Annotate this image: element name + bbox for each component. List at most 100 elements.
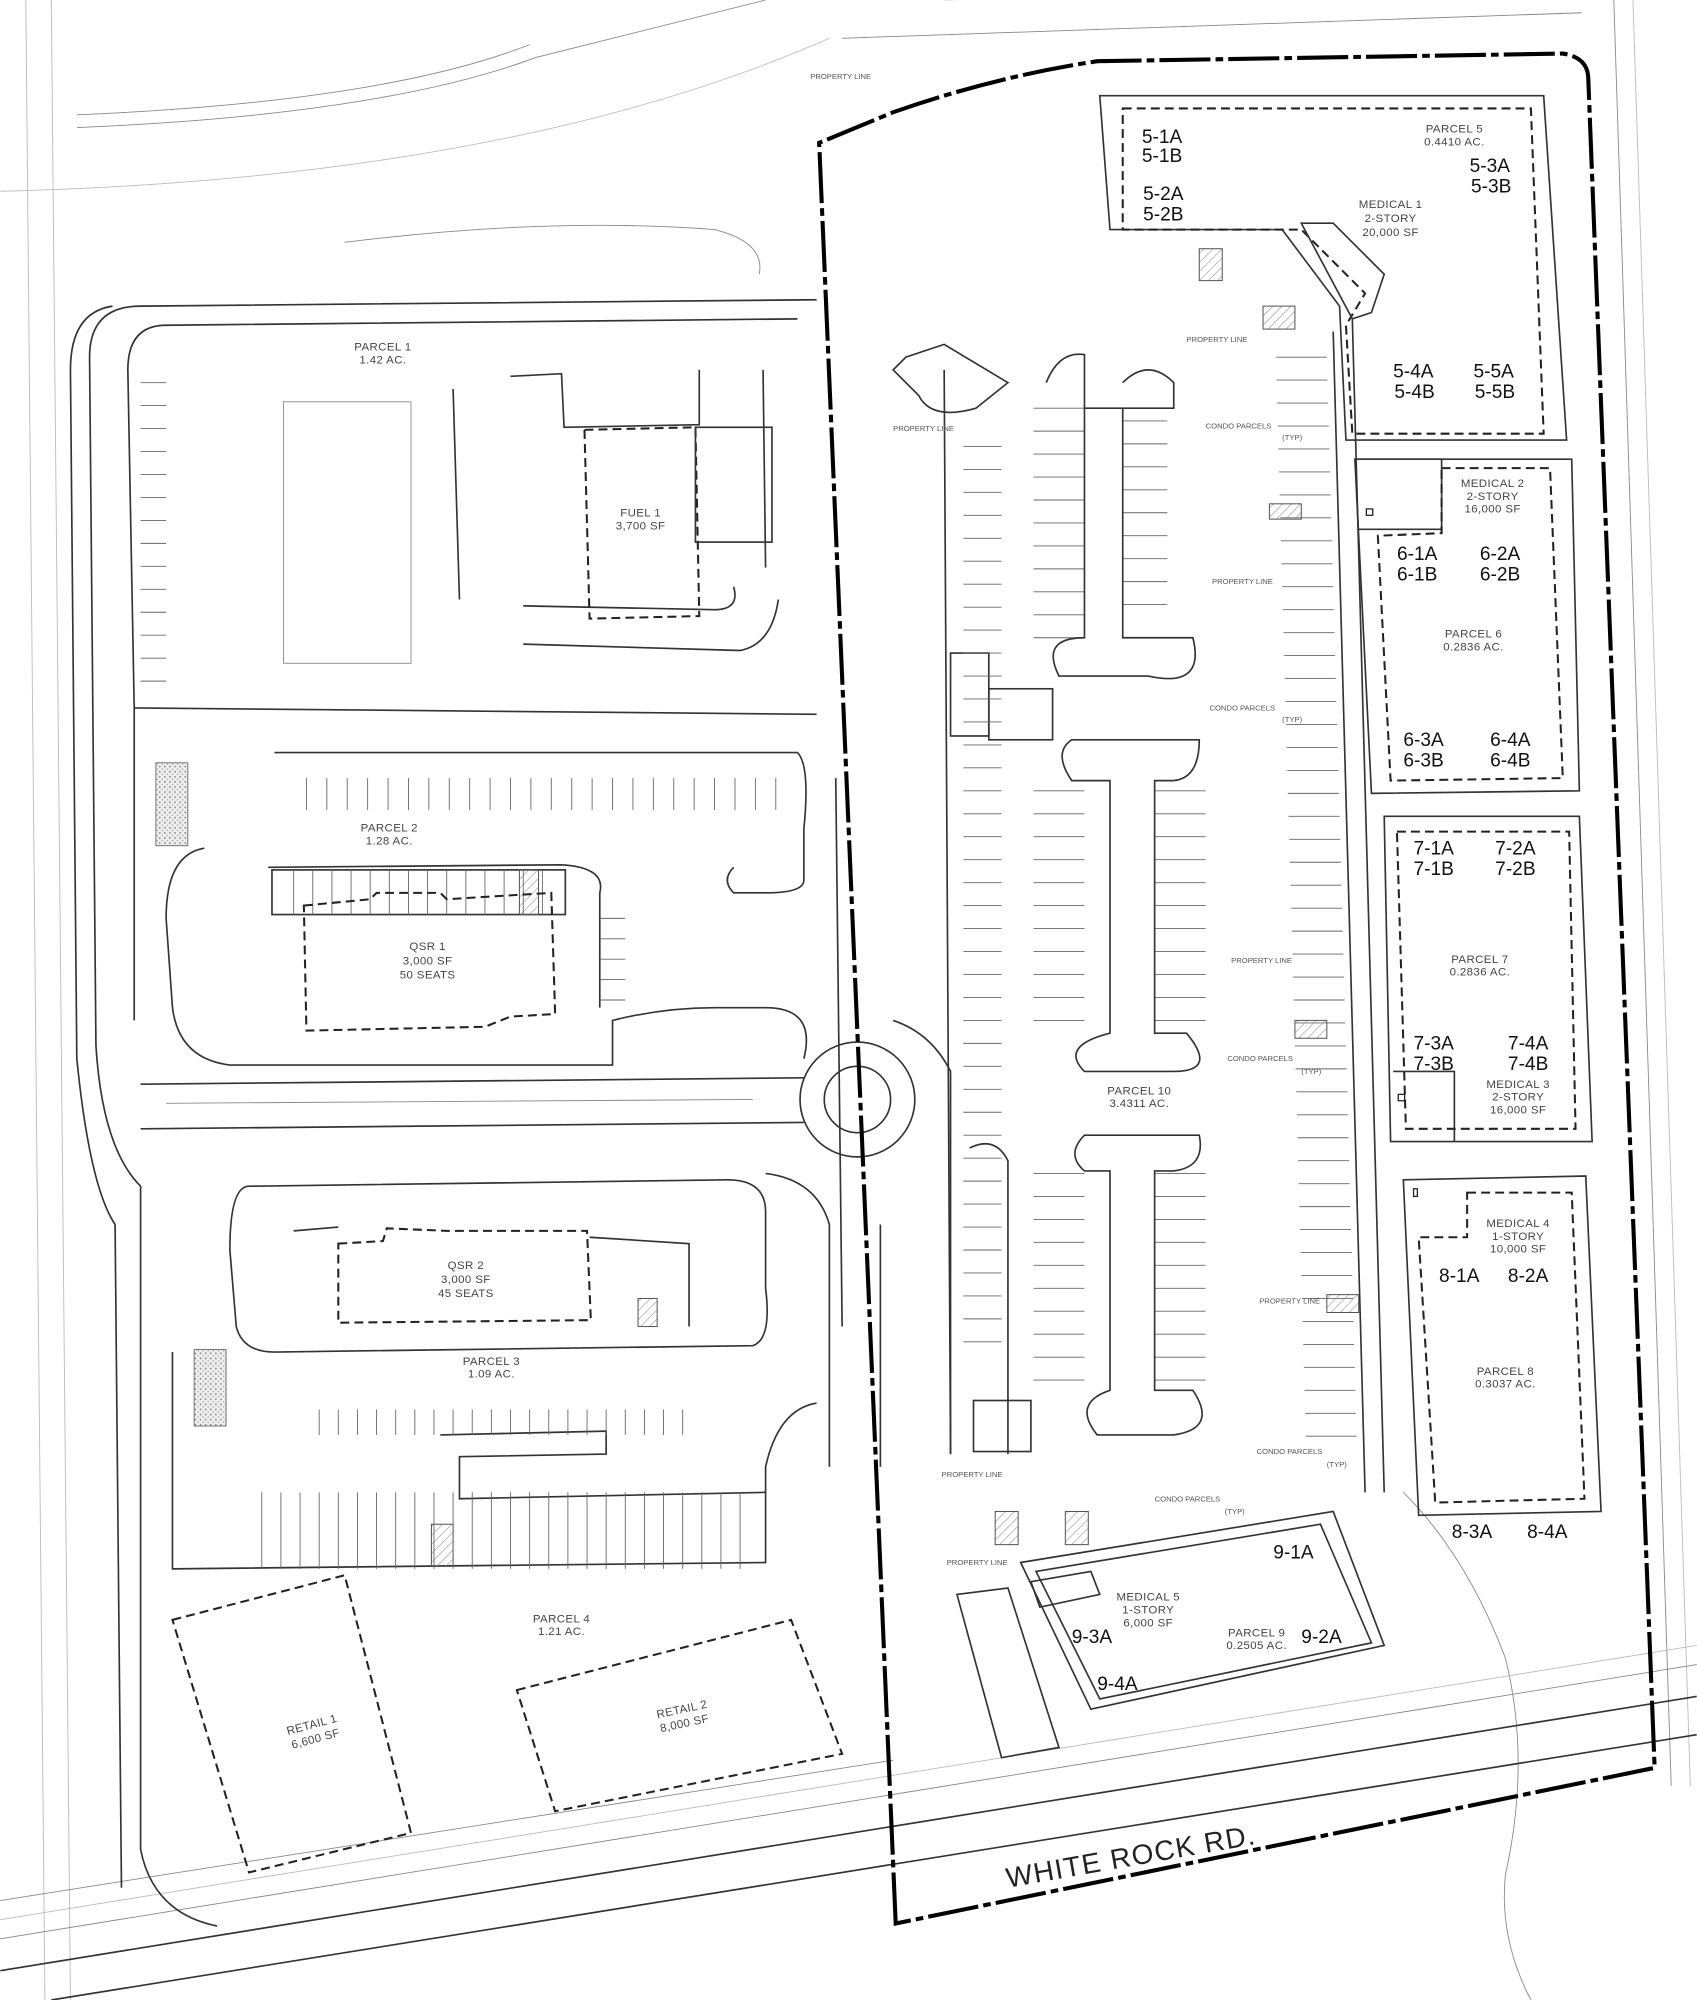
parking-stalls [140,356,1357,1569]
medical-4-stories: 1-STORY [1492,1231,1544,1243]
parcel-7-area: 0.2836 AC. [1450,967,1511,979]
property-line-callout: PROPERTY LINE [810,72,871,81]
parcel-6: MEDICAL 2 2-STORY 16,000 SF 6-1A 6-1B 6-… [1354,458,1581,795]
unit-6-1B: 6-1B [1397,564,1437,585]
unit-6-2A: 6-2A [1480,544,1521,565]
unit-5-3B: 5-3B [1471,177,1511,198]
parcel-6-area: 0.2836 AC. [1443,642,1504,654]
medical-1-size: 20,000 SF [1362,227,1418,239]
qsr-2-name: QSR 2 [448,1260,484,1272]
parcel-8-area: 0.3037 AC. [1475,1379,1536,1391]
fuel-1-name: FUEL 1 [620,508,661,520]
property-line-callout: PROPERTY LINE [1187,335,1248,344]
parcel-2-area: 1.28 AC. [366,835,413,847]
unit-5-5A: 5-5A [1473,362,1514,383]
parcel-5-area: 0.4410 AC. [1424,136,1485,148]
parcel-9-area: 0.2505 AC. [1226,1640,1287,1652]
parcel-1-name: PARCEL 1 [354,342,411,354]
unit-5-4A: 5-4A [1393,362,1434,383]
parcel-4-area: 1.21 AC. [538,1626,585,1638]
typ-callout: (TYP) [1225,1507,1245,1516]
parcel-5-name: PARCEL 5 [1426,124,1483,136]
unit-9-2A: 9-2A [1301,1627,1342,1648]
medical-2-stories: 2-STORY [1467,491,1519,503]
west-site-curbs [69,298,1054,1927]
unit-7-1A: 7-1A [1414,839,1455,860]
white-rock-road: WHITE ROCK RD. [0,1644,1697,2000]
qsr-1-name: QSR 1 [409,941,445,953]
medical-2-size: 16,000 SF [1464,504,1520,516]
parcel-8: MEDICAL 4 1-STORY 10,000 SF 8-1A 8-2A PA… [1402,1175,1602,1543]
condo-parcels-callout: CONDO PARCELS [1206,422,1272,431]
unit-7-3B: 7-3B [1414,1054,1454,1075]
property-line-callout: PROPERTY LINE [1231,956,1292,965]
property-line-callout: PROPERTY LINE [893,424,954,433]
condo-parcels-callout: CONDO PARCELS [1209,703,1275,712]
unit-6-2B: 6-2B [1480,564,1520,585]
typ-callout: (TYP) [1282,715,1302,724]
parcel-4-name: PARCEL 4 [533,1613,590,1625]
typ-callout: (TYP) [1327,1460,1347,1469]
parcel-9-name: PARCEL 9 [1228,1627,1285,1639]
parcel-10-islands [834,248,1386,1546]
qsr-2-size: 3,000 SF [441,1274,491,1286]
medical-5-name: MEDICAL 5 [1116,1592,1180,1604]
medical-3-name: MEDICAL 3 [1486,1079,1550,1091]
unit-7-4A: 7-4A [1508,1034,1549,1055]
medical-3-stories: 2-STORY [1492,1092,1544,1104]
medical-5-stories: 1-STORY [1122,1605,1174,1617]
unit-6-4B: 6-4B [1490,751,1530,772]
unit-9-3A: 9-3A [1072,1627,1113,1648]
unit-5-5B: 5-5B [1475,382,1515,403]
unit-6-3A: 6-3A [1403,730,1444,751]
unit-5-4B: 5-4B [1394,382,1434,403]
medical-3-size: 16,000 SF [1490,1105,1546,1117]
parcel-3-name: PARCEL 3 [463,1356,520,1368]
unit-8-2A: 8-2A [1508,1266,1549,1287]
unit-6-3B: 6-3B [1403,751,1443,772]
property-line-callout: PROPERTY LINE [1212,577,1273,586]
medical-4-size: 10,000 SF [1490,1244,1546,1256]
unit-6-4A: 6-4A [1490,730,1531,751]
west-buildings: FUEL 1 3,700 SF QSR 1 3,000 SF 50 SEATS … [171,426,844,1874]
parcel-10-name: PARCEL 10 [1107,1085,1171,1097]
qsr-2-seats: 45 SEATS [438,1288,494,1300]
parcel-9: 9-1A MEDICAL 5 1-STORY 6,000 SF PARCEL 9… [955,1510,1386,1759]
unit-7-2B: 7-2B [1495,859,1535,880]
parcel-labels: PARCEL 1 1.42 AC. PARCEL 2 1.28 AC. PARC… [354,342,1171,1638]
unit-7-4B: 7-4B [1508,1054,1548,1075]
parcel-6-name: PARCEL 6 [1445,629,1502,641]
unit-5-3A: 5-3A [1470,156,1511,177]
parcel-1-area: 1.42 AC. [359,355,406,367]
parcel-7-name: PARCEL 7 [1451,954,1508,966]
unit-7-2A: 7-2A [1495,839,1536,860]
unit-7-3A: 7-3A [1414,1034,1455,1055]
unit-8-1A: 8-1A [1439,1266,1480,1287]
unit-5-2A: 5-2A [1143,184,1184,205]
property-line-callout: PROPERTY LINE [942,1470,1003,1479]
unit-8-4A: 8-4A [1527,1522,1568,1543]
unit-5-2B: 5-2B [1143,205,1183,226]
typ-callout: (TYP) [1301,1067,1321,1076]
medical-5-size: 6,000 SF [1123,1617,1173,1629]
unit-7-1B: 7-1B [1414,859,1454,880]
condo-parcels-callout: CONDO PARCELS [1155,1494,1221,1503]
qsr-1-seats: 50 SEATS [400,969,456,981]
condo-parcels-callout: CONDO PARCELS [1227,1054,1293,1063]
unit-5-1B: 5-1B [1142,146,1182,167]
callouts: PROPERTY LINE PROPERTY LINE PROPERTY LIN… [810,72,1347,1567]
medical-2-name: MEDICAL 2 [1461,478,1525,490]
medical-1-stories: 2-STORY [1365,213,1417,225]
parcel-5: PARCEL 5 0.4410 AC. MEDICAL 1 2-STORY 20… [1098,94,1568,441]
property-line-callout: PROPERTY LINE [947,1558,1008,1567]
typ-callout: (TYP) [1282,433,1302,442]
medical-1-name: MEDICAL 1 [1359,199,1423,211]
property-boundary [817,51,1657,1926]
parcel-2-name: PARCEL 2 [361,823,418,835]
condo-parcels-callout: CONDO PARCELS [1257,1447,1323,1456]
unit-9-1A: 9-1A [1273,1543,1314,1564]
qsr-1-size: 3,000 SF [403,955,453,967]
unit-5-1A: 5-1A [1142,127,1183,148]
